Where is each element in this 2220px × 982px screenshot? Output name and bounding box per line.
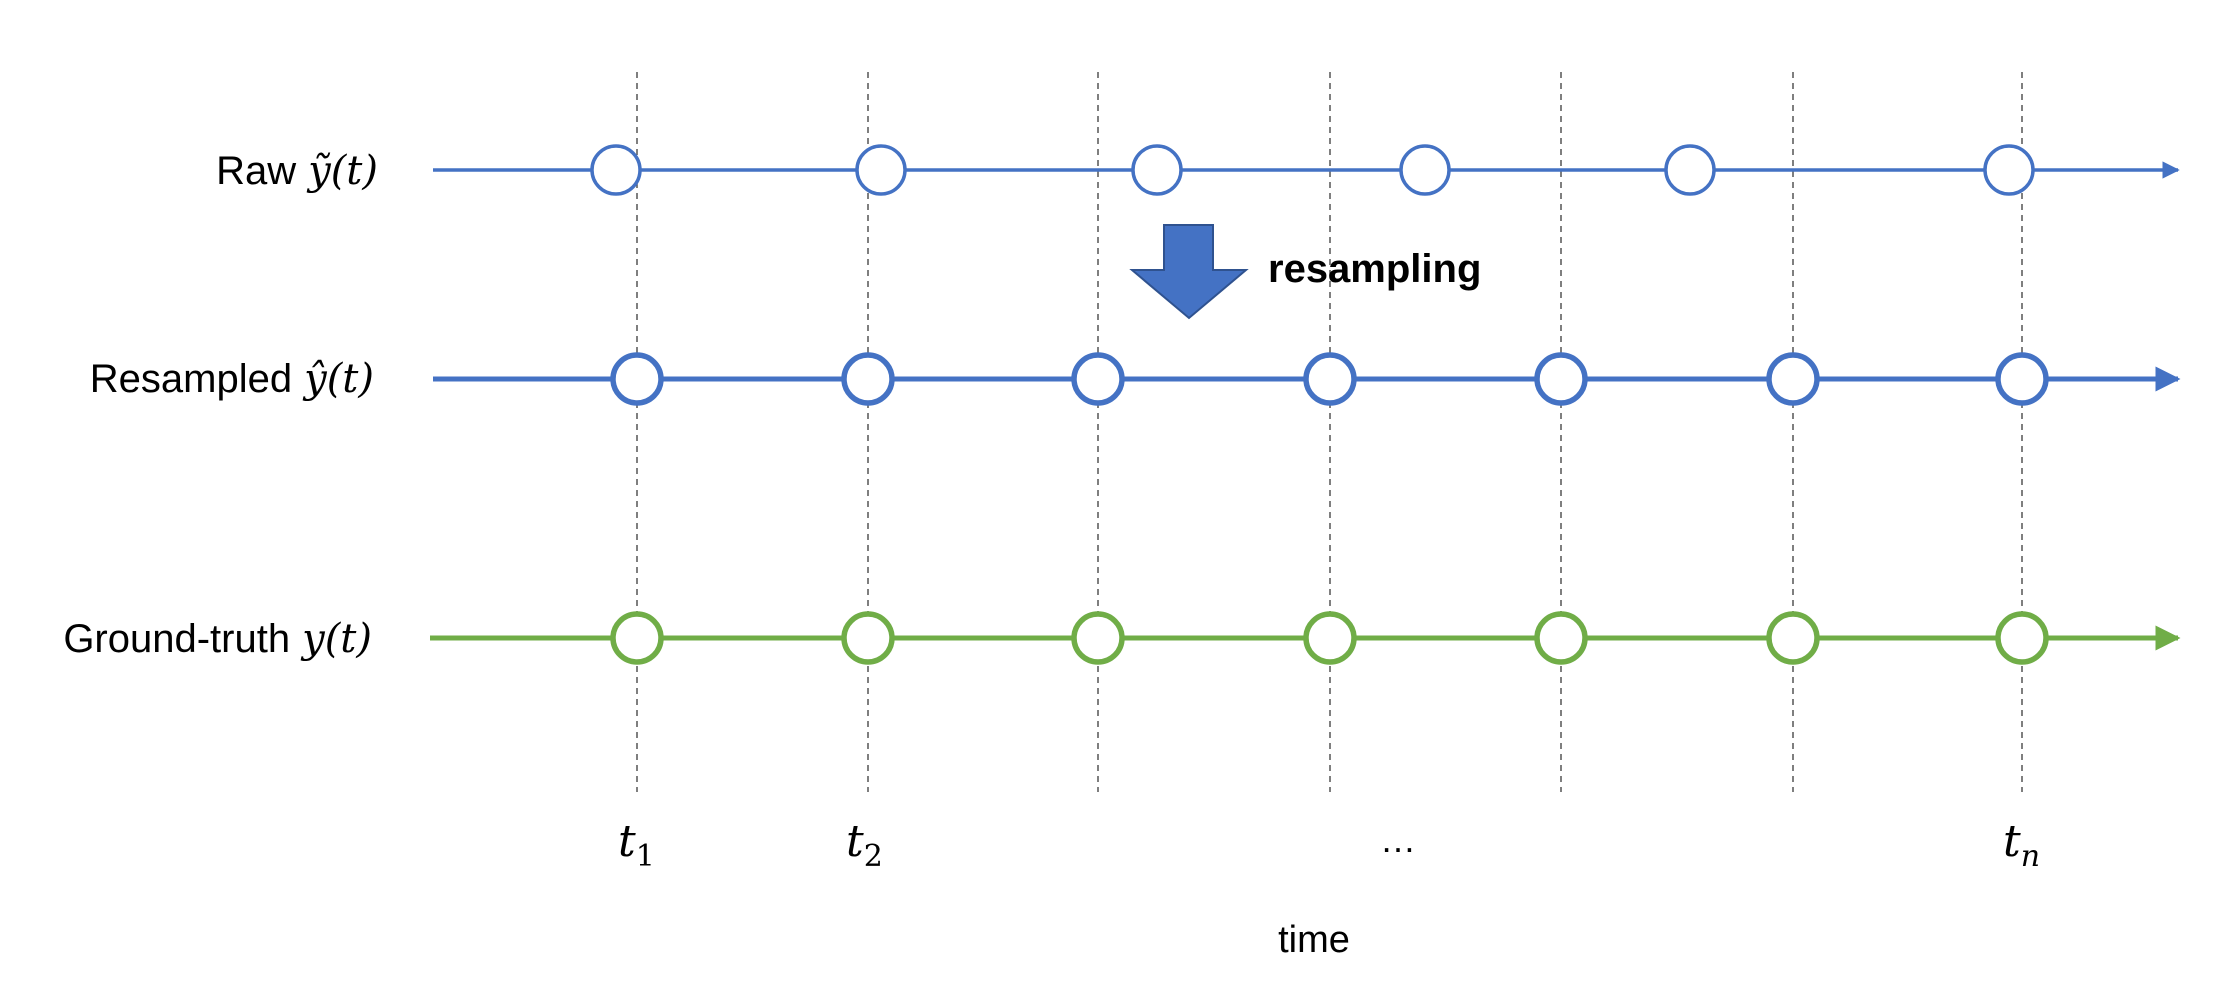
down-arrow-icon [1129, 224, 1249, 320]
raw-label-text: Raw [216, 149, 296, 193]
resampled-sample-marker [1071, 352, 1125, 406]
raw-samples [590, 144, 2035, 196]
resampled-label-text: Resampled [90, 357, 292, 401]
raw-sample-marker [1131, 144, 1183, 196]
resampled-sample-marker [610, 352, 664, 406]
ground-truth-sample-marker [1071, 611, 1125, 665]
resampled-samples [610, 352, 2049, 406]
resampled-sample-marker [1303, 352, 1357, 406]
tick-ellipsis: … [1380, 819, 1416, 860]
raw-arg: (t) [331, 148, 378, 194]
tick-label-t1: t1 [618, 816, 655, 874]
tick-label-tn: tn [2003, 816, 2040, 874]
ground-truth-sample-marker [1995, 611, 2049, 665]
ground-truth-var: y [300, 616, 326, 662]
x-axis-label: time [1278, 919, 1350, 961]
ground-truth-arg: (t) [325, 616, 372, 662]
ground-truth-sample-marker [1766, 611, 1820, 665]
resampled-sample-marker [1766, 352, 1820, 406]
ground-truth-samples [610, 611, 2049, 665]
tick-label-t2: t2 [846, 816, 883, 874]
raw-sample-marker [1399, 144, 1451, 196]
resampled-sample-marker [1995, 352, 2049, 406]
resampled-sample-marker [1534, 352, 1588, 406]
ground-truth-sample-marker [610, 611, 664, 665]
resampled-sample-marker [841, 352, 895, 406]
raw-sample-marker [1664, 144, 1716, 196]
raw-var: ỹ [306, 148, 332, 194]
raw-sample-marker [590, 144, 642, 196]
ground-truth-label-text: Ground-truth [63, 617, 290, 661]
ground-truth-sample-marker [1534, 611, 1588, 665]
time-guide-lines [636, 72, 2023, 792]
resampled-arg: (t) [327, 356, 374, 402]
raw-sample-marker [1983, 144, 2035, 196]
ground-truth-sample-marker [841, 611, 895, 665]
raw-sample-marker [855, 144, 907, 196]
ground-truth-sample-marker [1303, 611, 1357, 665]
resampled-var: ŷ [302, 356, 328, 402]
resampling-label: resampling [1268, 247, 1481, 291]
